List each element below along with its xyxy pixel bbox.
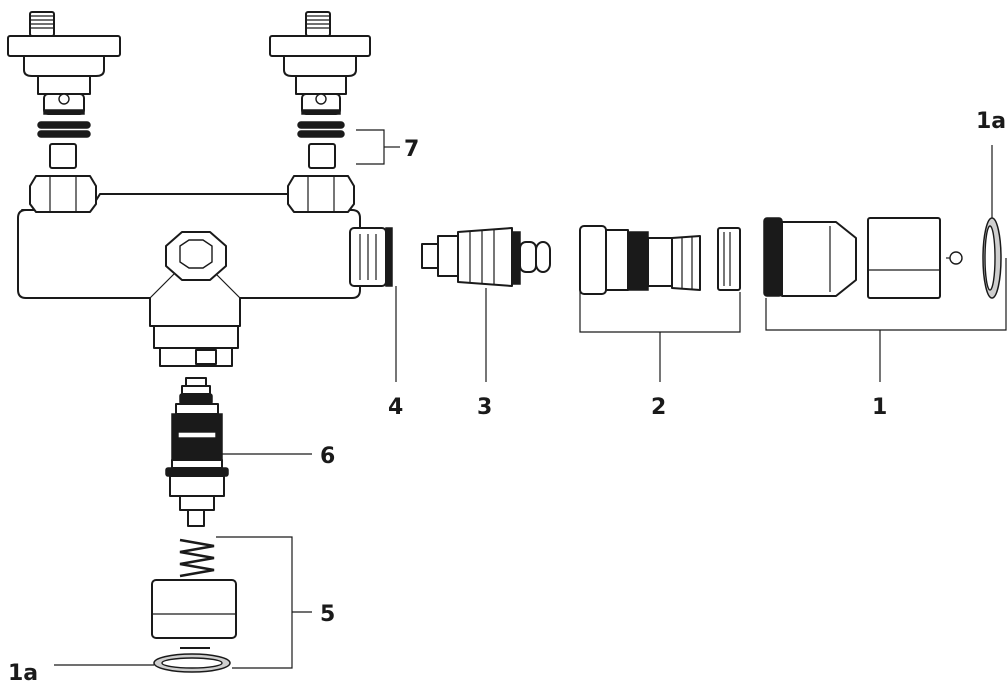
leader-lines (54, 129, 1007, 669)
valve-cartridge (165, 377, 229, 527)
callout-1a-bottom: 1a (8, 661, 38, 685)
callout-4: 4 (388, 395, 403, 420)
callout-1: 1 (872, 395, 887, 420)
temperature-control-assembly (579, 225, 741, 295)
left-supply-connector (7, 11, 121, 138)
callout-1a-top: 1a (976, 109, 1006, 134)
callout-7: 7 (404, 137, 419, 162)
callout-3: 3 (477, 395, 492, 420)
callout-6: 6 (320, 444, 335, 469)
right-supply-connector (269, 11, 371, 138)
callout-2: 2 (651, 395, 666, 420)
handle-assembly (763, 217, 1002, 299)
callout-labels: 7 1a 4 3 2 1 6 5 1a (8, 109, 1006, 685)
lower-spring-knob-assembly (151, 538, 237, 673)
inlet-sleeves (49, 143, 336, 169)
callout-5: 5 (320, 602, 335, 627)
thermostatic-cartridge (421, 227, 551, 287)
adapter-ring (349, 227, 393, 287)
mixer-body (17, 175, 361, 367)
